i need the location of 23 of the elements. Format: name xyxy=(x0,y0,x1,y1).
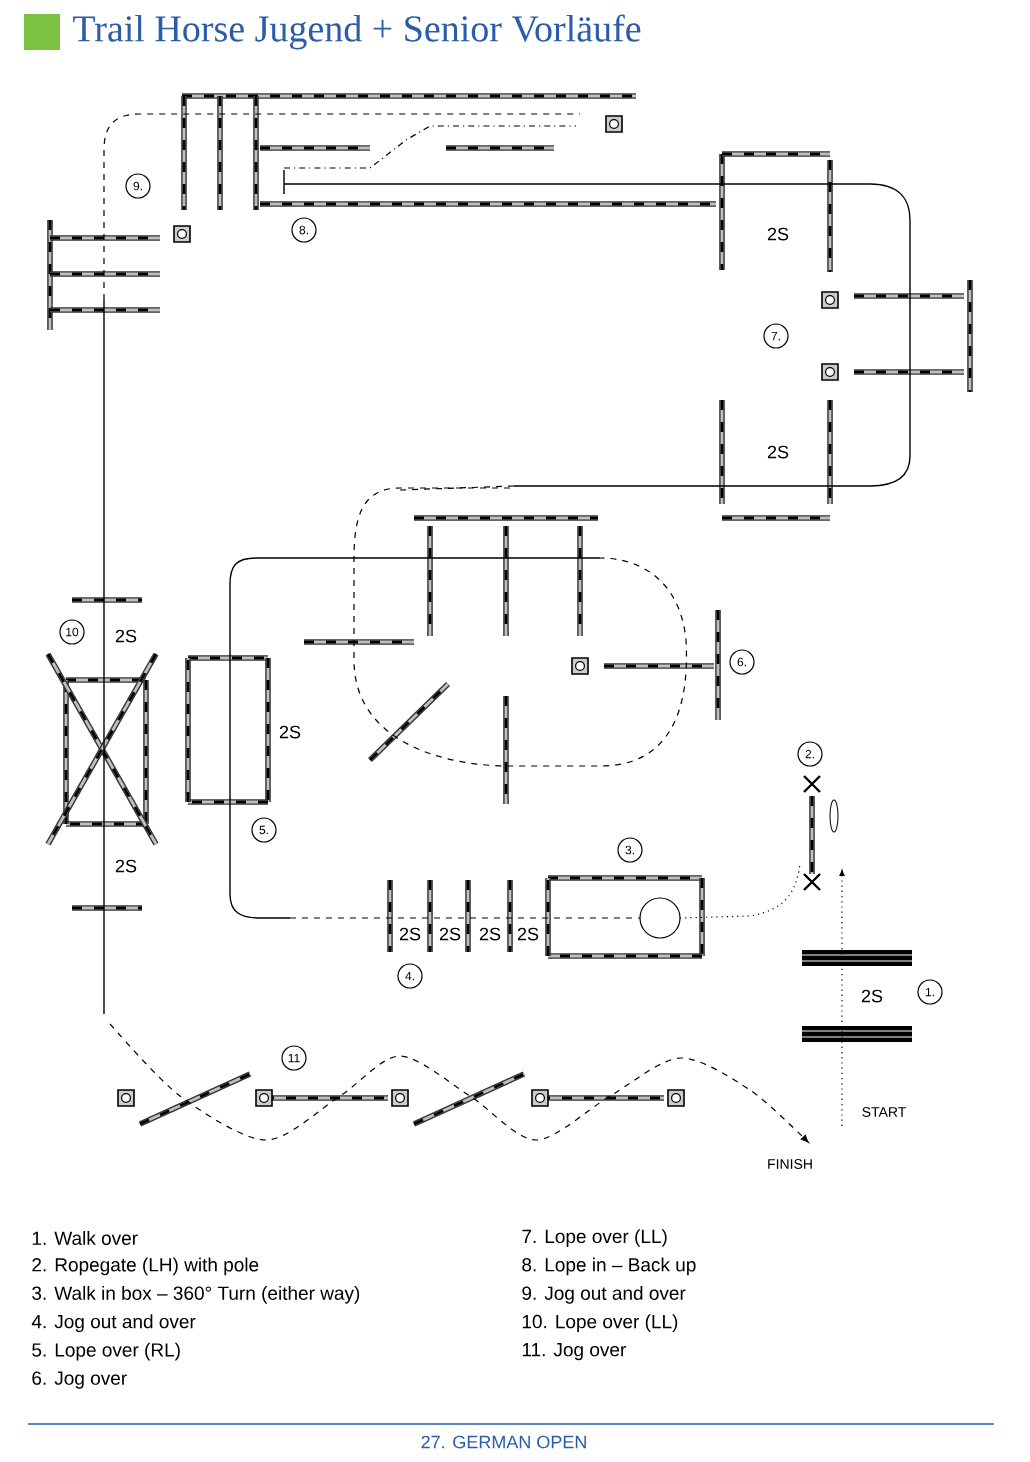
course-step: 1. Walk over xyxy=(32,1231,138,1245)
stride-count: 2S xyxy=(279,725,301,739)
stride-count: 2S xyxy=(115,629,137,643)
title: Trail Horse Jugend + Senior Vorläufe xyxy=(73,14,641,50)
stride-count: 2S xyxy=(517,927,539,941)
course-step: 8. Lope in – Back up xyxy=(522,1257,696,1276)
course-step: 3. Walk in box – 360° Turn (either way) xyxy=(32,1285,360,1304)
stride-count: 2S xyxy=(115,859,137,873)
course-step: 5. Lope over (RL) xyxy=(32,1342,180,1361)
course-step: 11. Jog over xyxy=(522,1343,626,1361)
stride-count: 2S xyxy=(479,927,501,941)
stride-count: 2S xyxy=(861,989,883,1003)
course-step: 4. Jog out and over xyxy=(31,1314,196,1333)
footer-text: 27. GERMAN OPEN xyxy=(421,1435,586,1449)
course-step: 9. Jog out and over xyxy=(522,1285,686,1304)
stride-count: 2S xyxy=(767,227,789,241)
stride-count: 2S xyxy=(767,445,789,459)
course-step: 6. Jog over xyxy=(32,1371,127,1389)
stride-count: 2S xyxy=(399,927,421,941)
stride-count: 2S xyxy=(439,927,461,941)
course-step: 2. Ropegate (LH) with pole xyxy=(32,1257,259,1276)
course-step: 7. Lope over (LL) xyxy=(522,1229,667,1247)
course-step: 10. Lope over (LL) xyxy=(522,1314,678,1333)
